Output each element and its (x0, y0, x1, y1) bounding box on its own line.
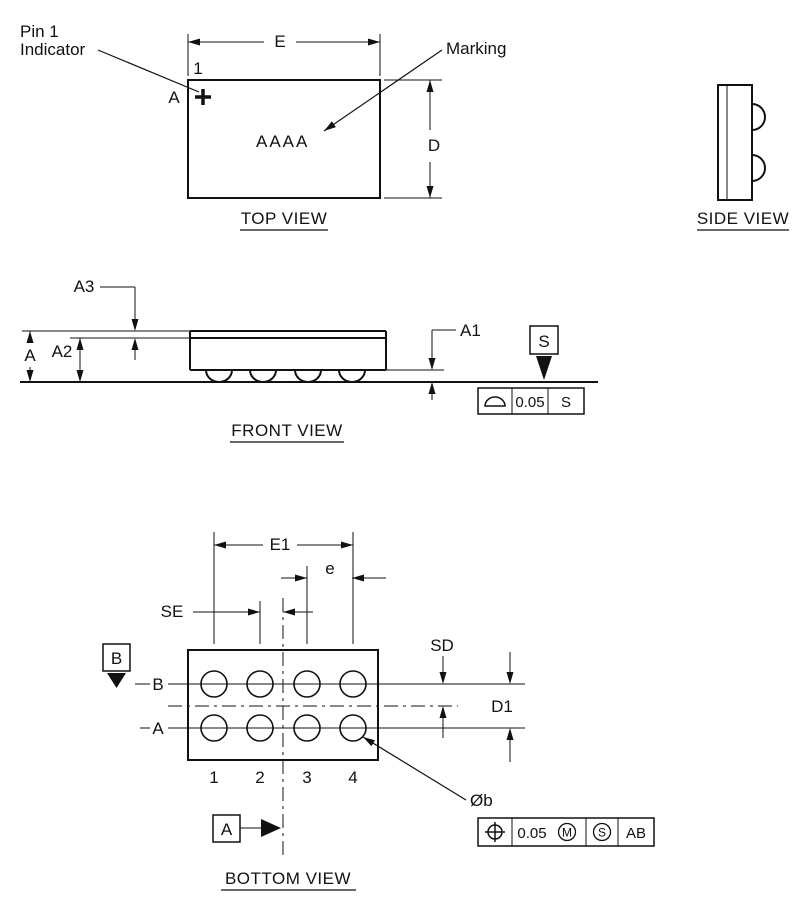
dim-A2-label: A2 (52, 342, 73, 361)
pad-a2 (246, 714, 274, 742)
marking-text: AAAA (256, 132, 309, 151)
dim-A-group: A (24, 331, 36, 382)
front-view: A A2 A3 A1 S (20, 277, 598, 443)
row-b-label: B (152, 675, 163, 694)
dim-SE-group: SE (161, 601, 313, 644)
marking-callout: Marking (446, 39, 506, 58)
pin1-indicator-group: Pin 1 Indicator 1 A (20, 22, 211, 107)
pad-a4 (339, 714, 367, 742)
datum-triangle-icon (261, 819, 281, 837)
dia-b-label: Øb (470, 791, 493, 810)
pad-a1 (200, 714, 228, 742)
top-corner-a-label: A (168, 88, 180, 107)
datum-s-flag: S (529, 325, 559, 380)
datum-b-flag: B (102, 643, 131, 688)
solder-ball (249, 369, 277, 383)
solder-ball (294, 369, 322, 383)
dim-e-label: e (325, 559, 334, 578)
dim-SE-label: SE (161, 602, 184, 621)
datum-s-label: S (538, 332, 549, 351)
side-view-package-outline (717, 84, 753, 201)
bottom-fcf-modifier-s: S (598, 826, 606, 840)
top-view: E D Pin 1 Indicator 1 A Marking A (20, 22, 506, 231)
pin-number-labels: 1 2 3 4 (209, 768, 357, 787)
dim-D1-label: D1 (491, 697, 513, 716)
top-view-title: TOP VIEW (241, 209, 328, 228)
dim-D-label: D (428, 136, 440, 155)
dim-A-label: A (24, 346, 36, 365)
side-view-title: SIDE VIEW (697, 209, 789, 228)
position-tolerance-icon (485, 822, 505, 842)
dia-b-group: Øb (362, 736, 493, 810)
dim-D1-group: D1 (491, 652, 514, 762)
pad-b3 (293, 670, 321, 698)
dim-E1-group: E1 (213, 532, 354, 644)
front-fcf-tolerance: 0.05 (515, 394, 544, 411)
pad-a3 (293, 714, 321, 742)
side-bump-bottom (751, 154, 766, 182)
pin1-callout-line1: Pin 1 (20, 22, 59, 41)
front-feature-control-frame: 0.05 S (477, 387, 585, 415)
top-view-package-outline (187, 79, 381, 199)
dim-SD-group: SD (430, 636, 454, 738)
solder-ball (338, 369, 366, 383)
mmc-modifier-icon: M (557, 822, 577, 842)
pin-number-1: 1 (209, 768, 218, 787)
pin1-callout-line2: Indicator (20, 40, 86, 59)
solder-ball (205, 369, 233, 383)
bottom-feature-control-frame: 0.05 M S AB (477, 817, 655, 847)
seating-plane-icon (484, 396, 506, 407)
datum-b-label: B (111, 649, 122, 668)
pad-b4 (339, 670, 367, 698)
row-a-label: A (152, 719, 164, 738)
bottom-view-package-outline (187, 649, 379, 761)
dim-A2-group: A2 (52, 338, 84, 382)
dim-D-group: D (384, 79, 442, 199)
bottom-fcf-tolerance: 0.05 (517, 825, 546, 842)
bottom-view: E1 e SE SD (102, 532, 655, 891)
pad-b1 (200, 670, 228, 698)
dim-E-label: E (274, 32, 285, 51)
pin1-number: 1 (193, 59, 202, 78)
pin-number-4: 4 (348, 768, 357, 787)
datum-a-flag: A (212, 814, 281, 843)
pin-number-3: 3 (302, 768, 311, 787)
pad-b2 (246, 670, 274, 698)
dim-SD-label: SD (430, 636, 454, 655)
dim-e-group: e (281, 559, 386, 644)
bottom-fcf-modifier-m: M (562, 826, 572, 840)
rfs-modifier-icon: S (592, 822, 612, 842)
dim-A3-label: A3 (74, 277, 95, 296)
datum-a-label: A (221, 820, 233, 839)
dim-E1-label: E1 (270, 535, 291, 554)
pin-number-2: 2 (255, 768, 264, 787)
side-bump-top (751, 103, 766, 131)
bottom-view-title: BOTTOM VIEW (225, 869, 351, 888)
front-package-outline (189, 330, 387, 383)
marking-group: Marking AAAA (256, 39, 506, 151)
front-fcf-datum: S (561, 394, 571, 411)
bottom-fcf-datums: AB (626, 825, 646, 842)
dim-A1-group: A1 (428, 321, 481, 400)
pad-circles (200, 670, 367, 742)
dim-A1-label: A1 (460, 321, 481, 340)
datum-triangle-icon (536, 356, 552, 380)
datum-triangle-icon (107, 673, 126, 688)
side-view: SIDE VIEW (697, 84, 789, 231)
front-view-title: FRONT VIEW (231, 421, 342, 440)
dim-A3-group: A3 (74, 277, 139, 360)
dim-E-group: E (187, 32, 381, 76)
